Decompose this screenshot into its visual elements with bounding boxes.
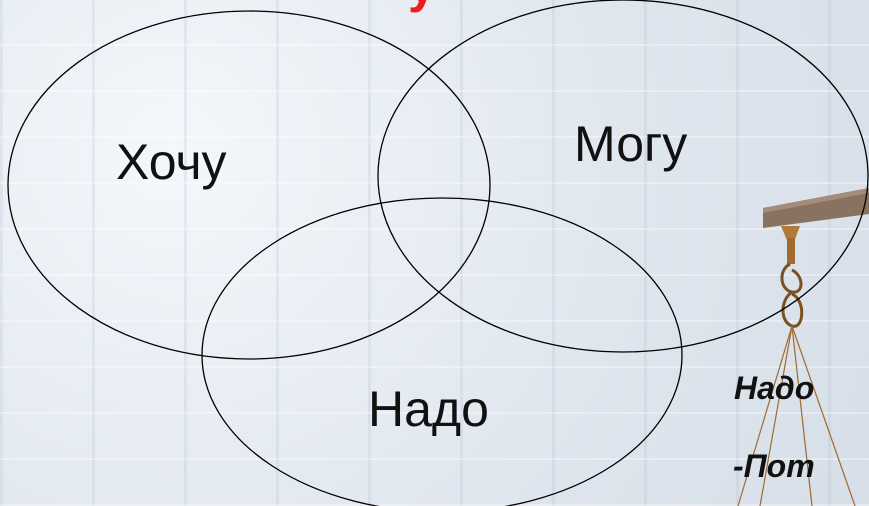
scale-chain [782,264,802,326]
side-text-line2: -Пот [733,450,815,482]
side-text-line1: Надо [734,372,814,404]
label-want: Хочу [116,137,227,187]
circle-want [8,11,490,359]
label-can: Могу [574,119,687,169]
circle-can [378,0,868,352]
label-need: Надо [368,384,489,434]
